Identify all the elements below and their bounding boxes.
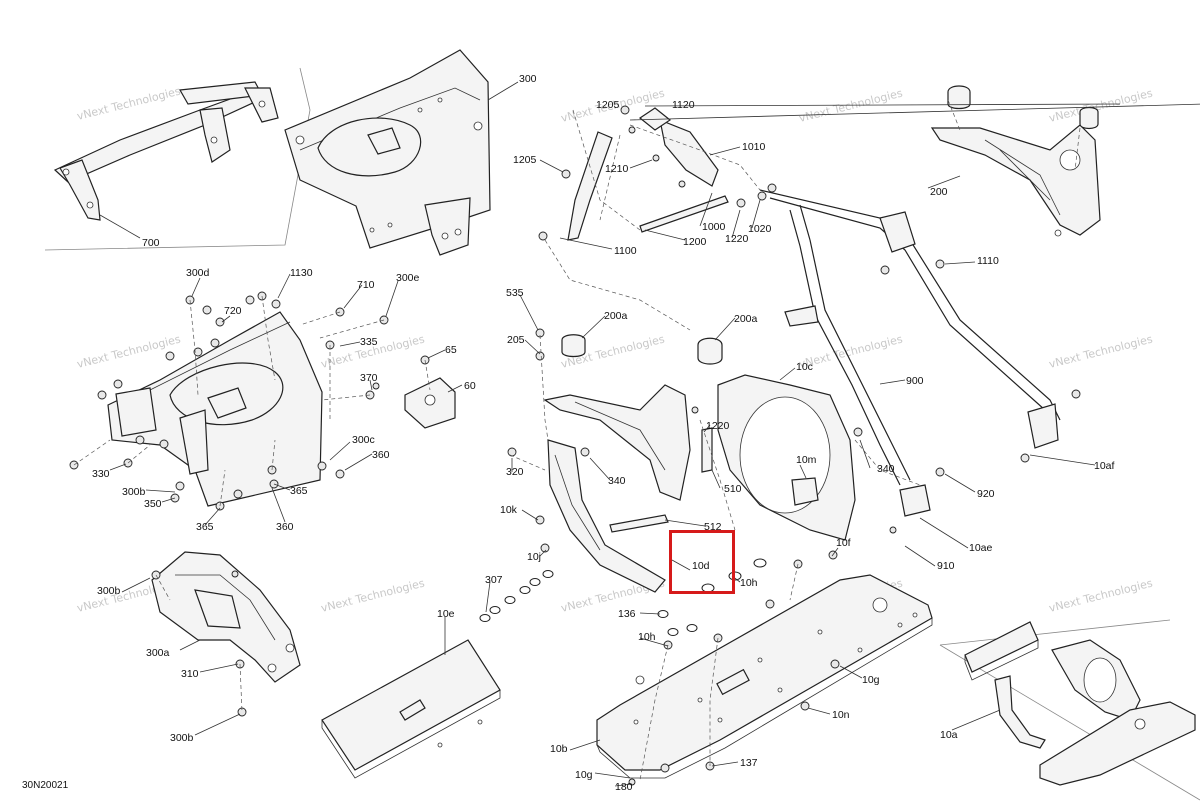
assembly-dashed-lines xyxy=(73,99,1081,781)
callout-1010: 1010 xyxy=(742,141,766,153)
leader-lines xyxy=(99,81,1200,787)
callout-320: 320 xyxy=(506,466,524,478)
callout-10g: 10g xyxy=(575,769,593,781)
callout-10g: 10g xyxy=(862,674,880,686)
part-10-side-frame xyxy=(535,439,669,593)
callout-340: 340 xyxy=(608,475,626,487)
callout-1220: 1220 xyxy=(725,233,749,245)
callout-1100: 1100 xyxy=(614,245,637,257)
callout-1220: 1220 xyxy=(706,420,730,432)
watermark: vNext Technologies xyxy=(76,85,183,123)
callout-1210: 1210 xyxy=(605,163,629,175)
callout-330: 330 xyxy=(92,468,110,480)
callout-10b: 10b xyxy=(550,743,568,755)
callout-510: 510 xyxy=(724,483,742,495)
part-10a-inset-assembly xyxy=(964,621,1196,786)
callout-10d: 10d xyxy=(692,560,710,572)
callout-180: 180 xyxy=(615,781,633,793)
callout-10h: 10h xyxy=(638,631,656,643)
callout-710: 710 xyxy=(357,279,375,291)
callout-10ae: 10ae xyxy=(969,542,993,554)
watermark: vNext Technologies xyxy=(1048,333,1155,371)
callout-700: 700 xyxy=(142,237,160,249)
callout-360: 360 xyxy=(276,521,294,533)
part-10c-right-casting xyxy=(691,337,863,541)
callout-370: 370 xyxy=(360,372,378,384)
callout-720: 720 xyxy=(224,305,242,317)
callout-10af: 10af xyxy=(1094,460,1115,472)
watermark: vNext Technologies xyxy=(320,577,427,615)
callout-340: 340 xyxy=(877,463,895,475)
callout-136: 136 xyxy=(618,608,636,620)
callout-300a: 300a xyxy=(146,647,170,659)
callout-1130: 1130 xyxy=(290,267,313,279)
callout-10h: 10h xyxy=(740,577,758,589)
watermark: vNext Technologies xyxy=(798,87,905,125)
callout-307: 307 xyxy=(485,574,503,586)
callout-200: 200 xyxy=(930,186,948,198)
callout-920: 920 xyxy=(977,488,995,500)
part-1010-bracket xyxy=(638,107,719,188)
callout-205: 205 xyxy=(507,334,525,346)
callout-1205: 1205 xyxy=(513,154,537,166)
callout-10m: 10m xyxy=(796,454,817,466)
callout-365: 365 xyxy=(290,485,308,497)
callout-300e: 300e xyxy=(396,272,420,284)
part-1200-rod xyxy=(639,183,777,233)
callout-360: 360 xyxy=(372,449,390,461)
part-10e-panel xyxy=(321,639,501,779)
callout-137: 137 xyxy=(740,757,758,769)
callout-10n: 10n xyxy=(832,709,850,721)
callout-200a: 200a xyxy=(734,313,758,325)
callout-300b: 300b xyxy=(97,585,121,597)
callout-65: 65 xyxy=(445,344,457,356)
watermark: vNext Technologies xyxy=(798,333,905,371)
callout-10c: 10c xyxy=(796,361,813,373)
callout-labels: 700 300 1205 1120 1205 1010 1210 1100 10… xyxy=(92,73,1115,793)
callout-1120: 1120 xyxy=(672,99,695,111)
part-300-upper-tub xyxy=(284,49,491,256)
callout-350: 350 xyxy=(144,498,162,510)
callout-10e: 10e xyxy=(437,608,455,620)
callout-60: 60 xyxy=(464,380,476,392)
separator-lines xyxy=(44,67,1200,801)
callout-10f: 10f xyxy=(836,537,851,549)
callout-300c: 300c xyxy=(352,434,375,446)
callout-1200: 1200 xyxy=(683,236,707,248)
callout-900: 900 xyxy=(906,375,924,387)
callout-300b: 300b xyxy=(170,732,194,744)
callout-300d: 300d xyxy=(186,267,210,279)
document-code: 30N20021 xyxy=(22,780,69,791)
callout-910: 910 xyxy=(937,560,955,572)
callout-300: 300 xyxy=(519,73,537,85)
callout-310: 310 xyxy=(181,668,199,680)
callout-1000: 1000 xyxy=(702,221,726,233)
part-1100-strut xyxy=(538,105,636,241)
part-200-side-casting xyxy=(930,85,1101,237)
callout-200a: 200a xyxy=(604,310,628,322)
callout-365: 365 xyxy=(196,521,214,533)
watermark: vNext Technologies xyxy=(1048,577,1155,615)
callout-10j: 10j xyxy=(527,551,541,563)
part-900-main-frame xyxy=(759,189,1081,534)
part-60-bracket xyxy=(365,355,456,429)
callout-300b: 300b xyxy=(122,486,146,498)
callout-10k: 10k xyxy=(500,504,518,516)
highlight-box-10d xyxy=(669,530,735,594)
part-10b-floor-plate xyxy=(596,550,933,786)
callout-1110: 1110 xyxy=(977,255,999,267)
part-200a-left-casting xyxy=(507,328,691,501)
callout-335: 335 xyxy=(360,336,378,348)
callout-535: 535 xyxy=(506,287,524,299)
part-300-lower-tub xyxy=(69,291,389,511)
callout-1020: 1020 xyxy=(748,223,772,235)
callout-1205: 1205 xyxy=(596,99,620,111)
part-700-cross-frame xyxy=(53,81,279,221)
callout-10a: 10a xyxy=(940,729,958,741)
part-300a-bracket xyxy=(151,551,301,717)
watermark: vNext Technologies xyxy=(76,333,183,371)
